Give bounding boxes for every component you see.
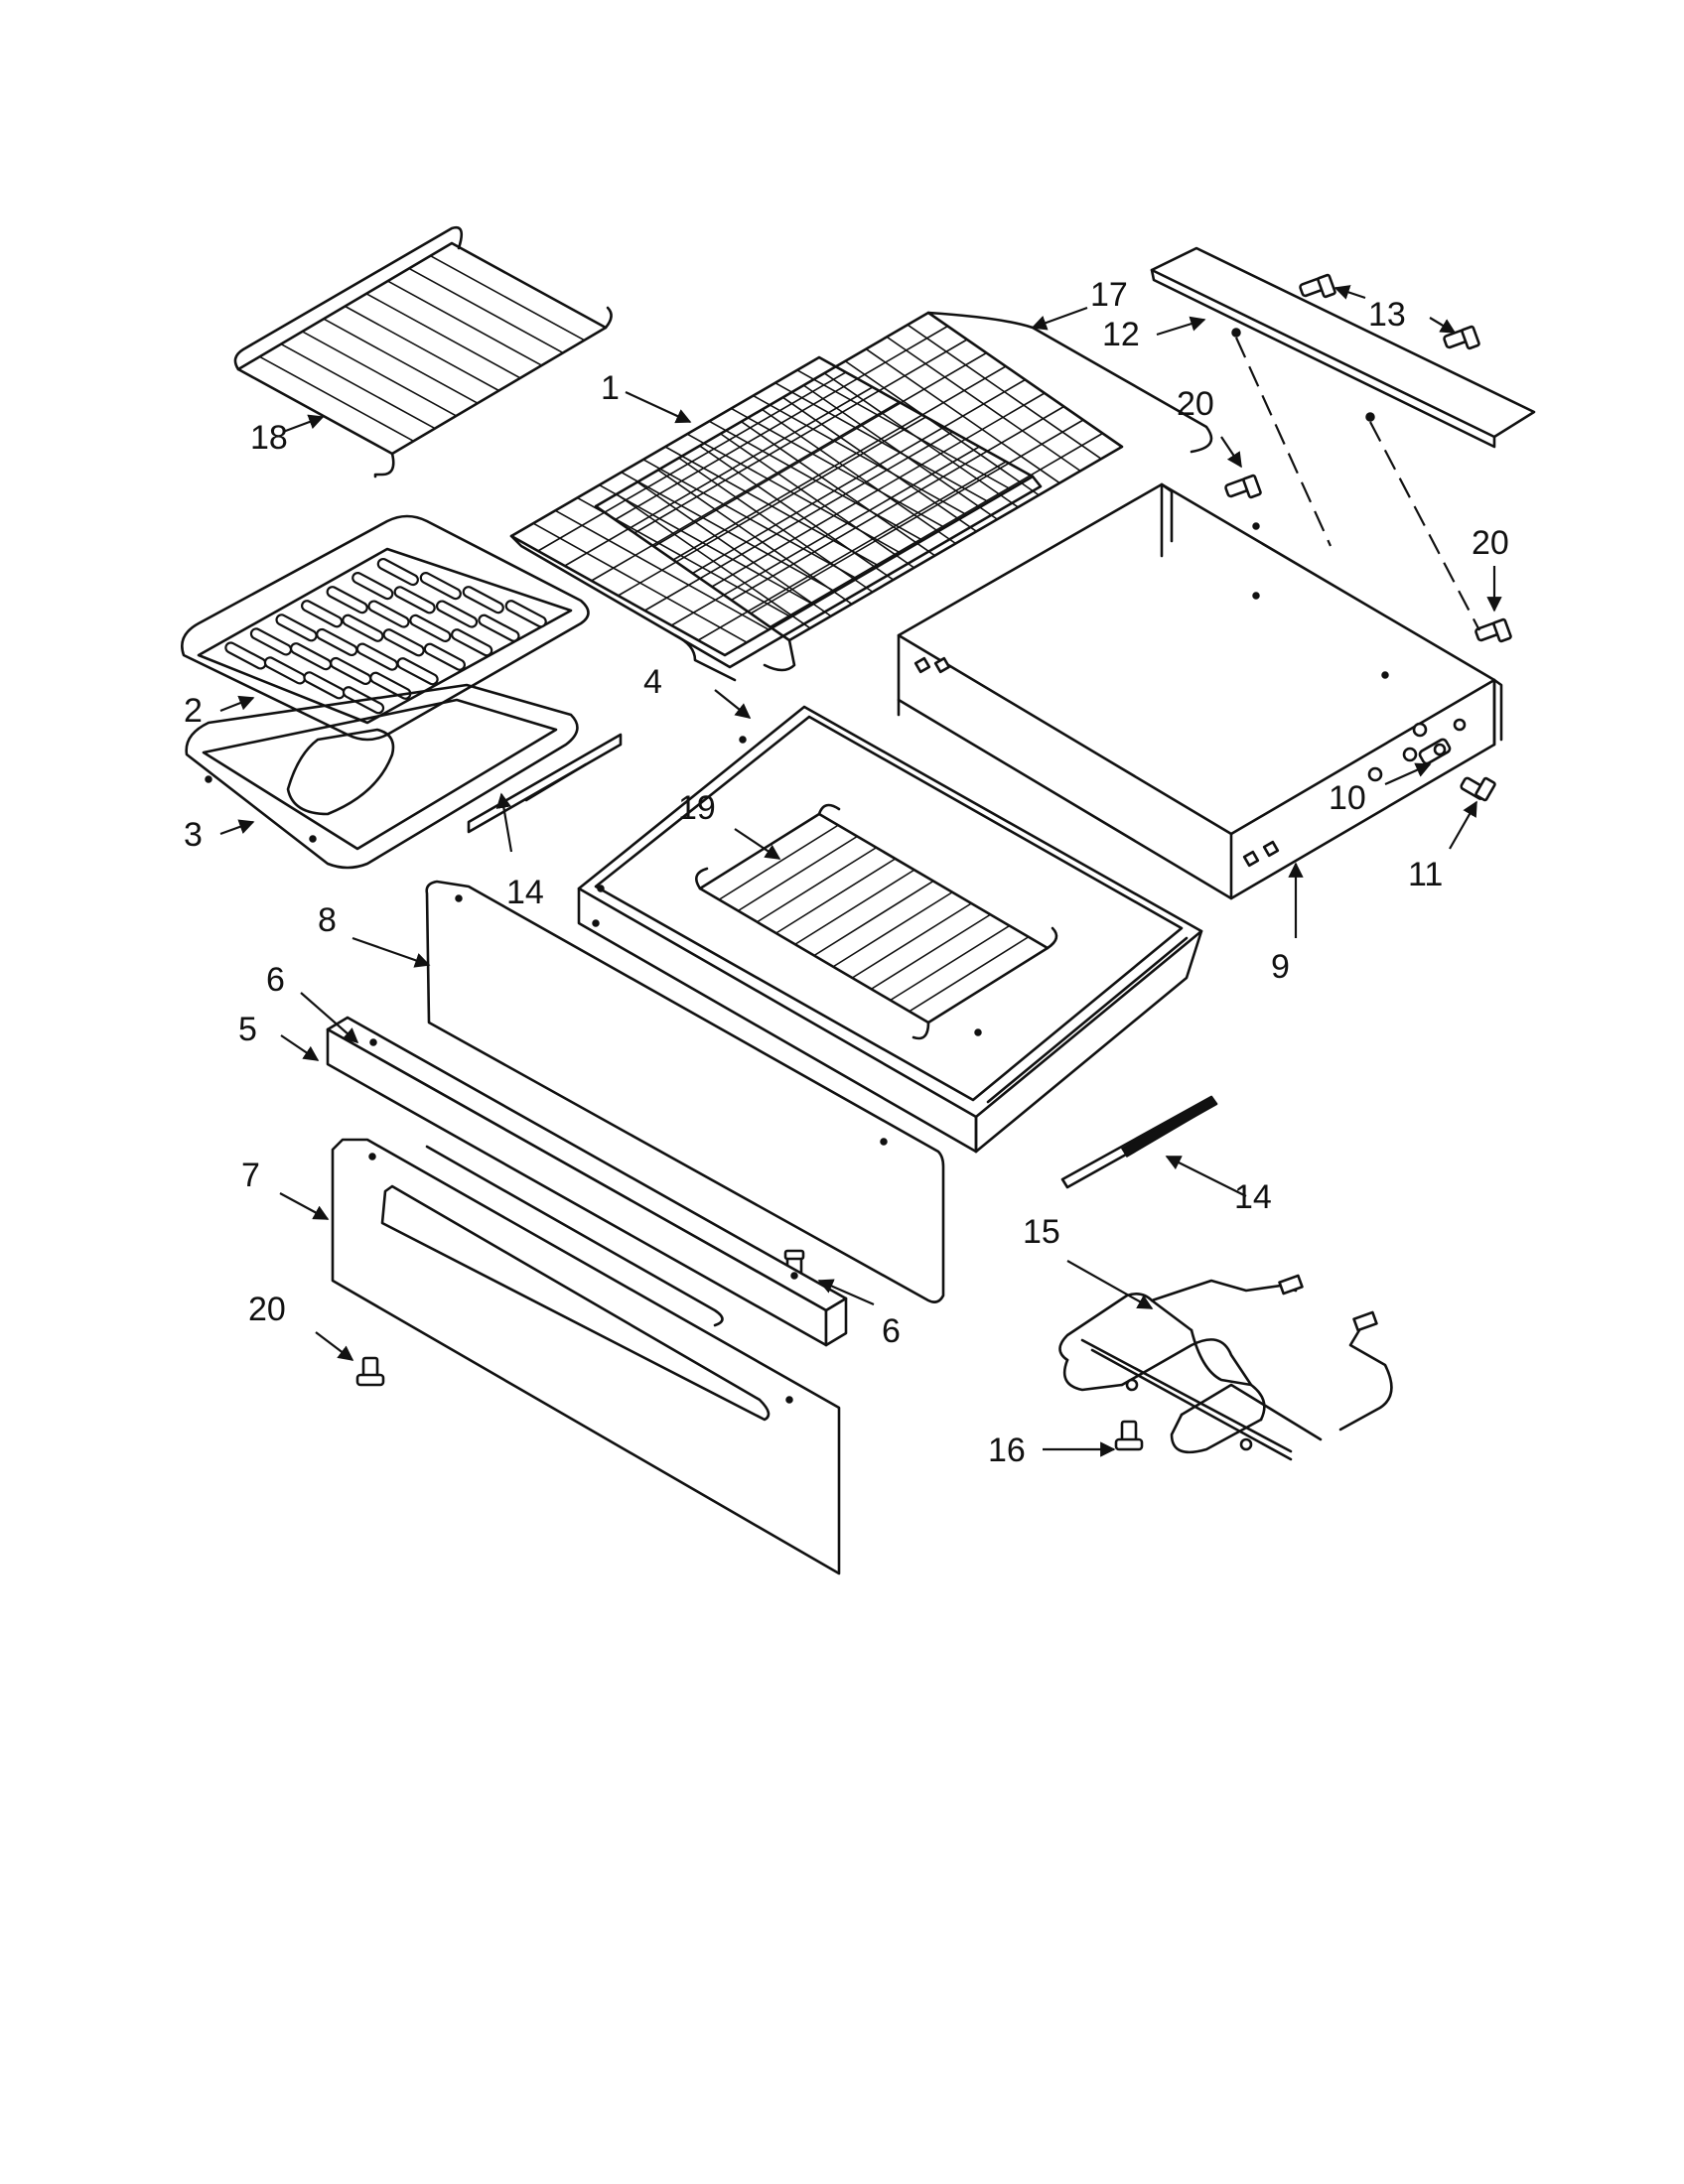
part-15-bake-element [1058,1274,1393,1461]
callout-12: 12 [1102,316,1140,353]
callout-19: 19 [678,789,716,827]
callout-7: 7 [241,1157,260,1194]
screw-20b [1474,617,1512,643]
part-19-drawer-rack [695,803,1058,1040]
callout-3: 3 [184,816,203,854]
callout-4: 4 [643,663,662,701]
part-1-oven-rack [509,355,1043,682]
callout-6b: 6 [882,1312,901,1350]
part-9-housing [897,482,1503,900]
part-4-drawer [577,705,1203,1154]
callout-1: 1 [601,369,620,407]
screw-20c [355,1356,385,1387]
callout-18: 18 [250,419,288,457]
callout-11: 11 [1408,856,1443,893]
callout-20a: 20 [1177,385,1214,423]
callout-2: 2 [184,692,203,730]
part-8-front-panel [425,880,945,1303]
part-14-lower-strip [1060,1095,1218,1189]
callout-14a: 14 [506,874,544,911]
part-5-trim [326,1016,848,1347]
part-12-rail [1150,246,1536,449]
callout-16: 16 [988,1432,1026,1469]
callout-10: 10 [1329,779,1366,817]
callout-15: 15 [1023,1213,1060,1251]
screw-20a [1224,474,1262,499]
callout-14b: 14 [1234,1178,1272,1216]
part-7-door [331,1138,841,1575]
callout-9: 9 [1271,948,1290,986]
screw-16 [1114,1420,1144,1451]
callout-13: 13 [1368,296,1406,334]
callout-17: 17 [1090,276,1128,314]
screw-13b [1443,325,1480,350]
callout-6a: 6 [266,961,285,999]
screw-11 [1460,776,1496,802]
callout-8: 8 [318,901,337,939]
part-10-connector [1418,738,1452,765]
callout-20c: 20 [248,1291,286,1328]
part-17-oven-rack [594,311,1213,672]
screw-13a [1299,273,1336,299]
part-3-broiler-pan [185,683,579,870]
part-18-broil-rack [233,225,613,478]
part-14-upper-strip [467,733,623,834]
callout-20b: 20 [1472,524,1509,562]
callout-5: 5 [238,1011,257,1048]
